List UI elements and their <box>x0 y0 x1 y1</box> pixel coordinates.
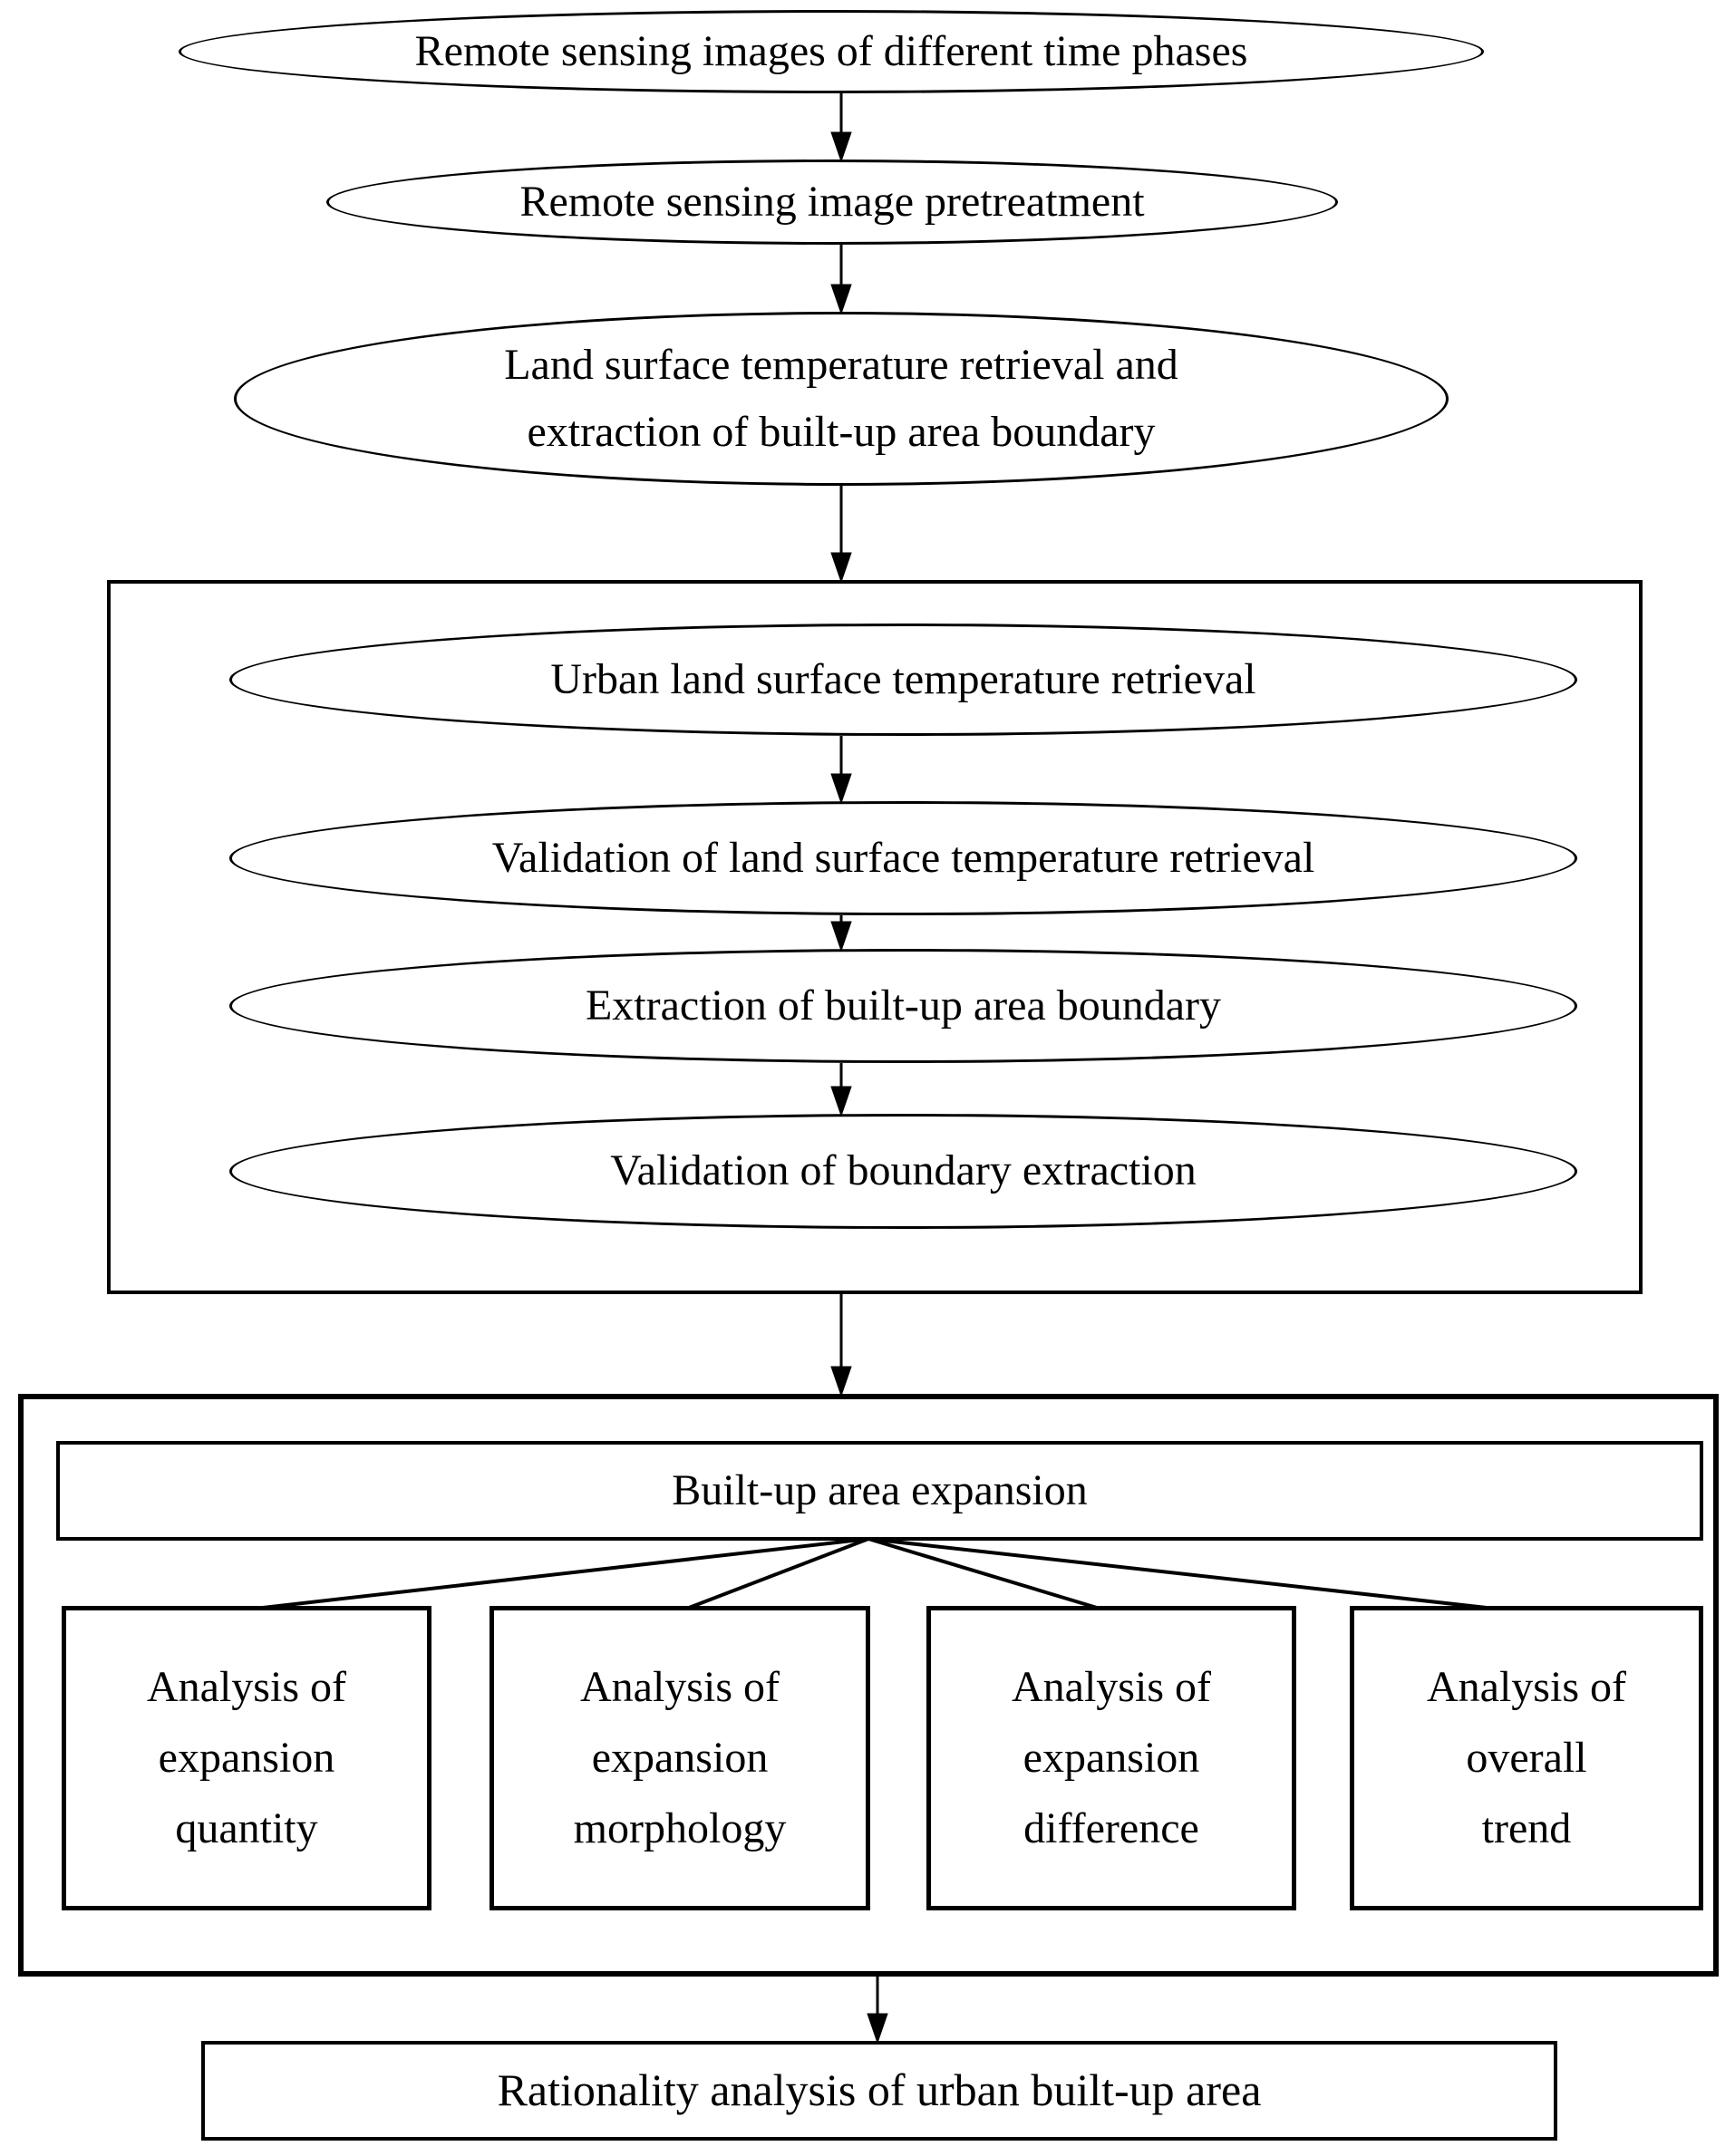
ellipse-lst-validation-label: Validation of land surface temperature r… <box>491 833 1315 882</box>
ellipse-remote-sensing-images-label: Remote sensing images of different time … <box>414 26 1248 75</box>
arrow-pretreatment-to-retrieval <box>830 245 852 315</box>
rect-rationality-analysis-label: Rationality analysis of urban built-up a… <box>497 2064 1262 2116</box>
box-analysis-expansion-quantity-label: Analysis of expansion quantity <box>147 1663 346 1852</box>
ellipse-lst-validation: Validation of land surface temperature r… <box>229 801 1577 915</box>
rect-builtup-area-expansion: Built-up area expansion <box>56 1441 1703 1541</box>
ellipse-image-pretreatment-label: Remote sensing image pretreatment <box>519 177 1145 226</box>
arrow-group-to-expansion <box>830 1294 852 1397</box>
ellipse-lst-retrieval-and-extraction-label: Land surface temperature retrieval and e… <box>504 340 1178 456</box>
ellipse-image-pretreatment: Remote sensing image pretreatment <box>326 160 1338 245</box>
ellipse-boundary-validation: Validation of boundary extraction <box>229 1114 1577 1229</box>
arrow-images-to-pretreatment <box>830 93 852 163</box>
box-analysis-expansion-difference-label: Analysis of expansion difference <box>1012 1663 1211 1852</box>
box-analysis-expansion-quantity: Analysis of expansion quantity <box>62 1606 431 1910</box>
box-analysis-overall-trend-label: Analysis of overall trend <box>1427 1663 1626 1852</box>
ellipse-lst-retrieval-and-extraction: Land surface temperature retrieval and e… <box>234 312 1449 486</box>
box-analysis-expansion-difference: Analysis of expansion difference <box>926 1606 1296 1910</box>
ellipse-urban-lst-retrieval: Urban land surface temperature retrieval <box>229 624 1577 736</box>
box-analysis-expansion-morphology: Analysis of expansion morphology <box>489 1606 870 1910</box>
ellipse-builtup-boundary-extraction-label: Extraction of built-up area boundary <box>585 981 1222 1030</box>
arrow-retrieval-to-group <box>830 486 852 584</box>
rect-rationality-analysis: Rationality analysis of urban built-up a… <box>201 2041 1557 2141</box>
ellipse-boundary-validation-label: Validation of boundary extraction <box>610 1146 1197 1195</box>
ellipse-remote-sensing-images: Remote sensing images of different time … <box>179 10 1484 93</box>
arrow-expansion-to-rationality <box>867 1977 888 2045</box>
ellipse-builtup-boundary-extraction: Extraction of built-up area boundary <box>229 949 1577 1063</box>
ellipse-urban-lst-retrieval-label: Urban land surface temperature retrieval <box>550 654 1256 703</box>
box-analysis-expansion-morphology-label: Analysis of expansion morphology <box>573 1663 787 1852</box>
box-analysis-overall-trend: Analysis of overall trend <box>1350 1606 1703 1910</box>
rect-builtup-area-expansion-label: Built-up area expansion <box>672 1465 1088 1514</box>
